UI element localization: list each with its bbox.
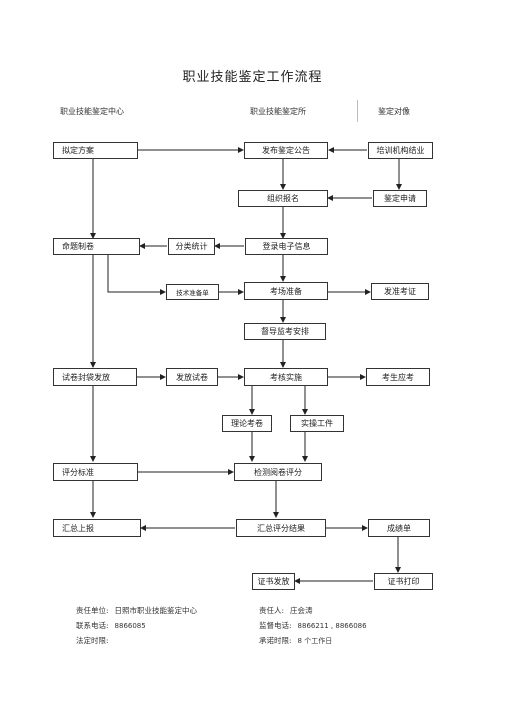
footer-person-label: 责任人: [259, 606, 285, 615]
node-zuzhibaoming: 组织报名 [238, 190, 328, 207]
footer-unit-value: 日照市职业技能鉴定中心 [114, 606, 198, 615]
footer-promise-value: 8 个工作日 [297, 637, 333, 645]
footer-unit-label: 责任单位: [76, 606, 109, 615]
column-header-center: 职业技能鉴定中心 [60, 107, 124, 116]
footer-unit: 责任单位: 日照市职业技能鉴定中心 [76, 605, 197, 616]
node-mingtizhijuan: 命题制卷 [53, 238, 140, 255]
node-fabugonggao: 发布鉴定公告 [244, 142, 328, 159]
footer-person-value: 庄会涛 [290, 606, 313, 615]
node-huizongshangbao: 汇总上报 [53, 519, 141, 537]
node-nidingfangan: 拟定方案 [53, 142, 138, 159]
node-shijuanfengdai: 试卷封袋发放 [53, 368, 137, 386]
footer-phone-label: 联系电话: [76, 621, 109, 630]
node-zhengshufafang: 证书发放 [252, 573, 295, 590]
node-dudaojiankao: 督导监考安排 [244, 323, 326, 340]
node-jianceyuejuan: 检测阅卷评分 [234, 463, 322, 481]
column-header-target: 鉴定对像 [378, 107, 410, 116]
node-pingfenbiaozhun: 评分标准 [53, 463, 138, 481]
node-kaochangzhunbei: 考场准备 [244, 282, 328, 300]
node-fafangshijuan: 发放试卷 [166, 368, 218, 386]
node-kaoshengyingkao: 考生应考 [366, 368, 430, 386]
footer-supervise: 监督电话: 8866211 , 8866086 [259, 620, 367, 631]
footer-legal-label: 法定时限: [76, 636, 109, 645]
page-title: 职业技能鉴定工作流程 [182, 70, 323, 85]
node-jishuzhunbei: 技术准备单 [166, 284, 219, 300]
node-jiandingshenqing: 鉴定申请 [373, 190, 427, 207]
node-zhengshudayin: 证书打印 [374, 573, 433, 590]
node-chengjidan: 成绩单 [368, 519, 430, 537]
node-kaohesheshi: 考核实施 [244, 368, 328, 386]
footer-supervise-value: 8866211 , 8866086 [297, 622, 367, 630]
footer-phone-value: 8866085 [114, 622, 146, 630]
node-lilunkaojuan: 理论考卷 [222, 415, 272, 432]
footer-promise-label: 承诺时限: [259, 636, 292, 645]
node-dianzixinxi: 登录电子信息 [245, 238, 328, 255]
node-huizongpingfen: 汇总评分结果 [236, 519, 326, 537]
column-header-station: 职业技能鉴定所 [250, 107, 306, 116]
node-shicaogongjian: 实操工件 [290, 415, 344, 432]
footer-phone: 联系电话: 8866085 [76, 620, 146, 631]
footer-legal: 法定时限: [76, 635, 109, 646]
node-peixunjigou: 培训机构结业 [368, 142, 433, 159]
footer-supervise-label: 监督电话: [259, 621, 292, 630]
footer-person: 责任人: 庄会涛 [259, 605, 313, 616]
footer-promise: 承诺时限: 8 个工作日 [259, 635, 332, 646]
column-divider [357, 100, 358, 122]
node-fenleitongji: 分类统计 [168, 238, 215, 255]
node-fazhunkaozheng: 发准考证 [371, 283, 429, 300]
